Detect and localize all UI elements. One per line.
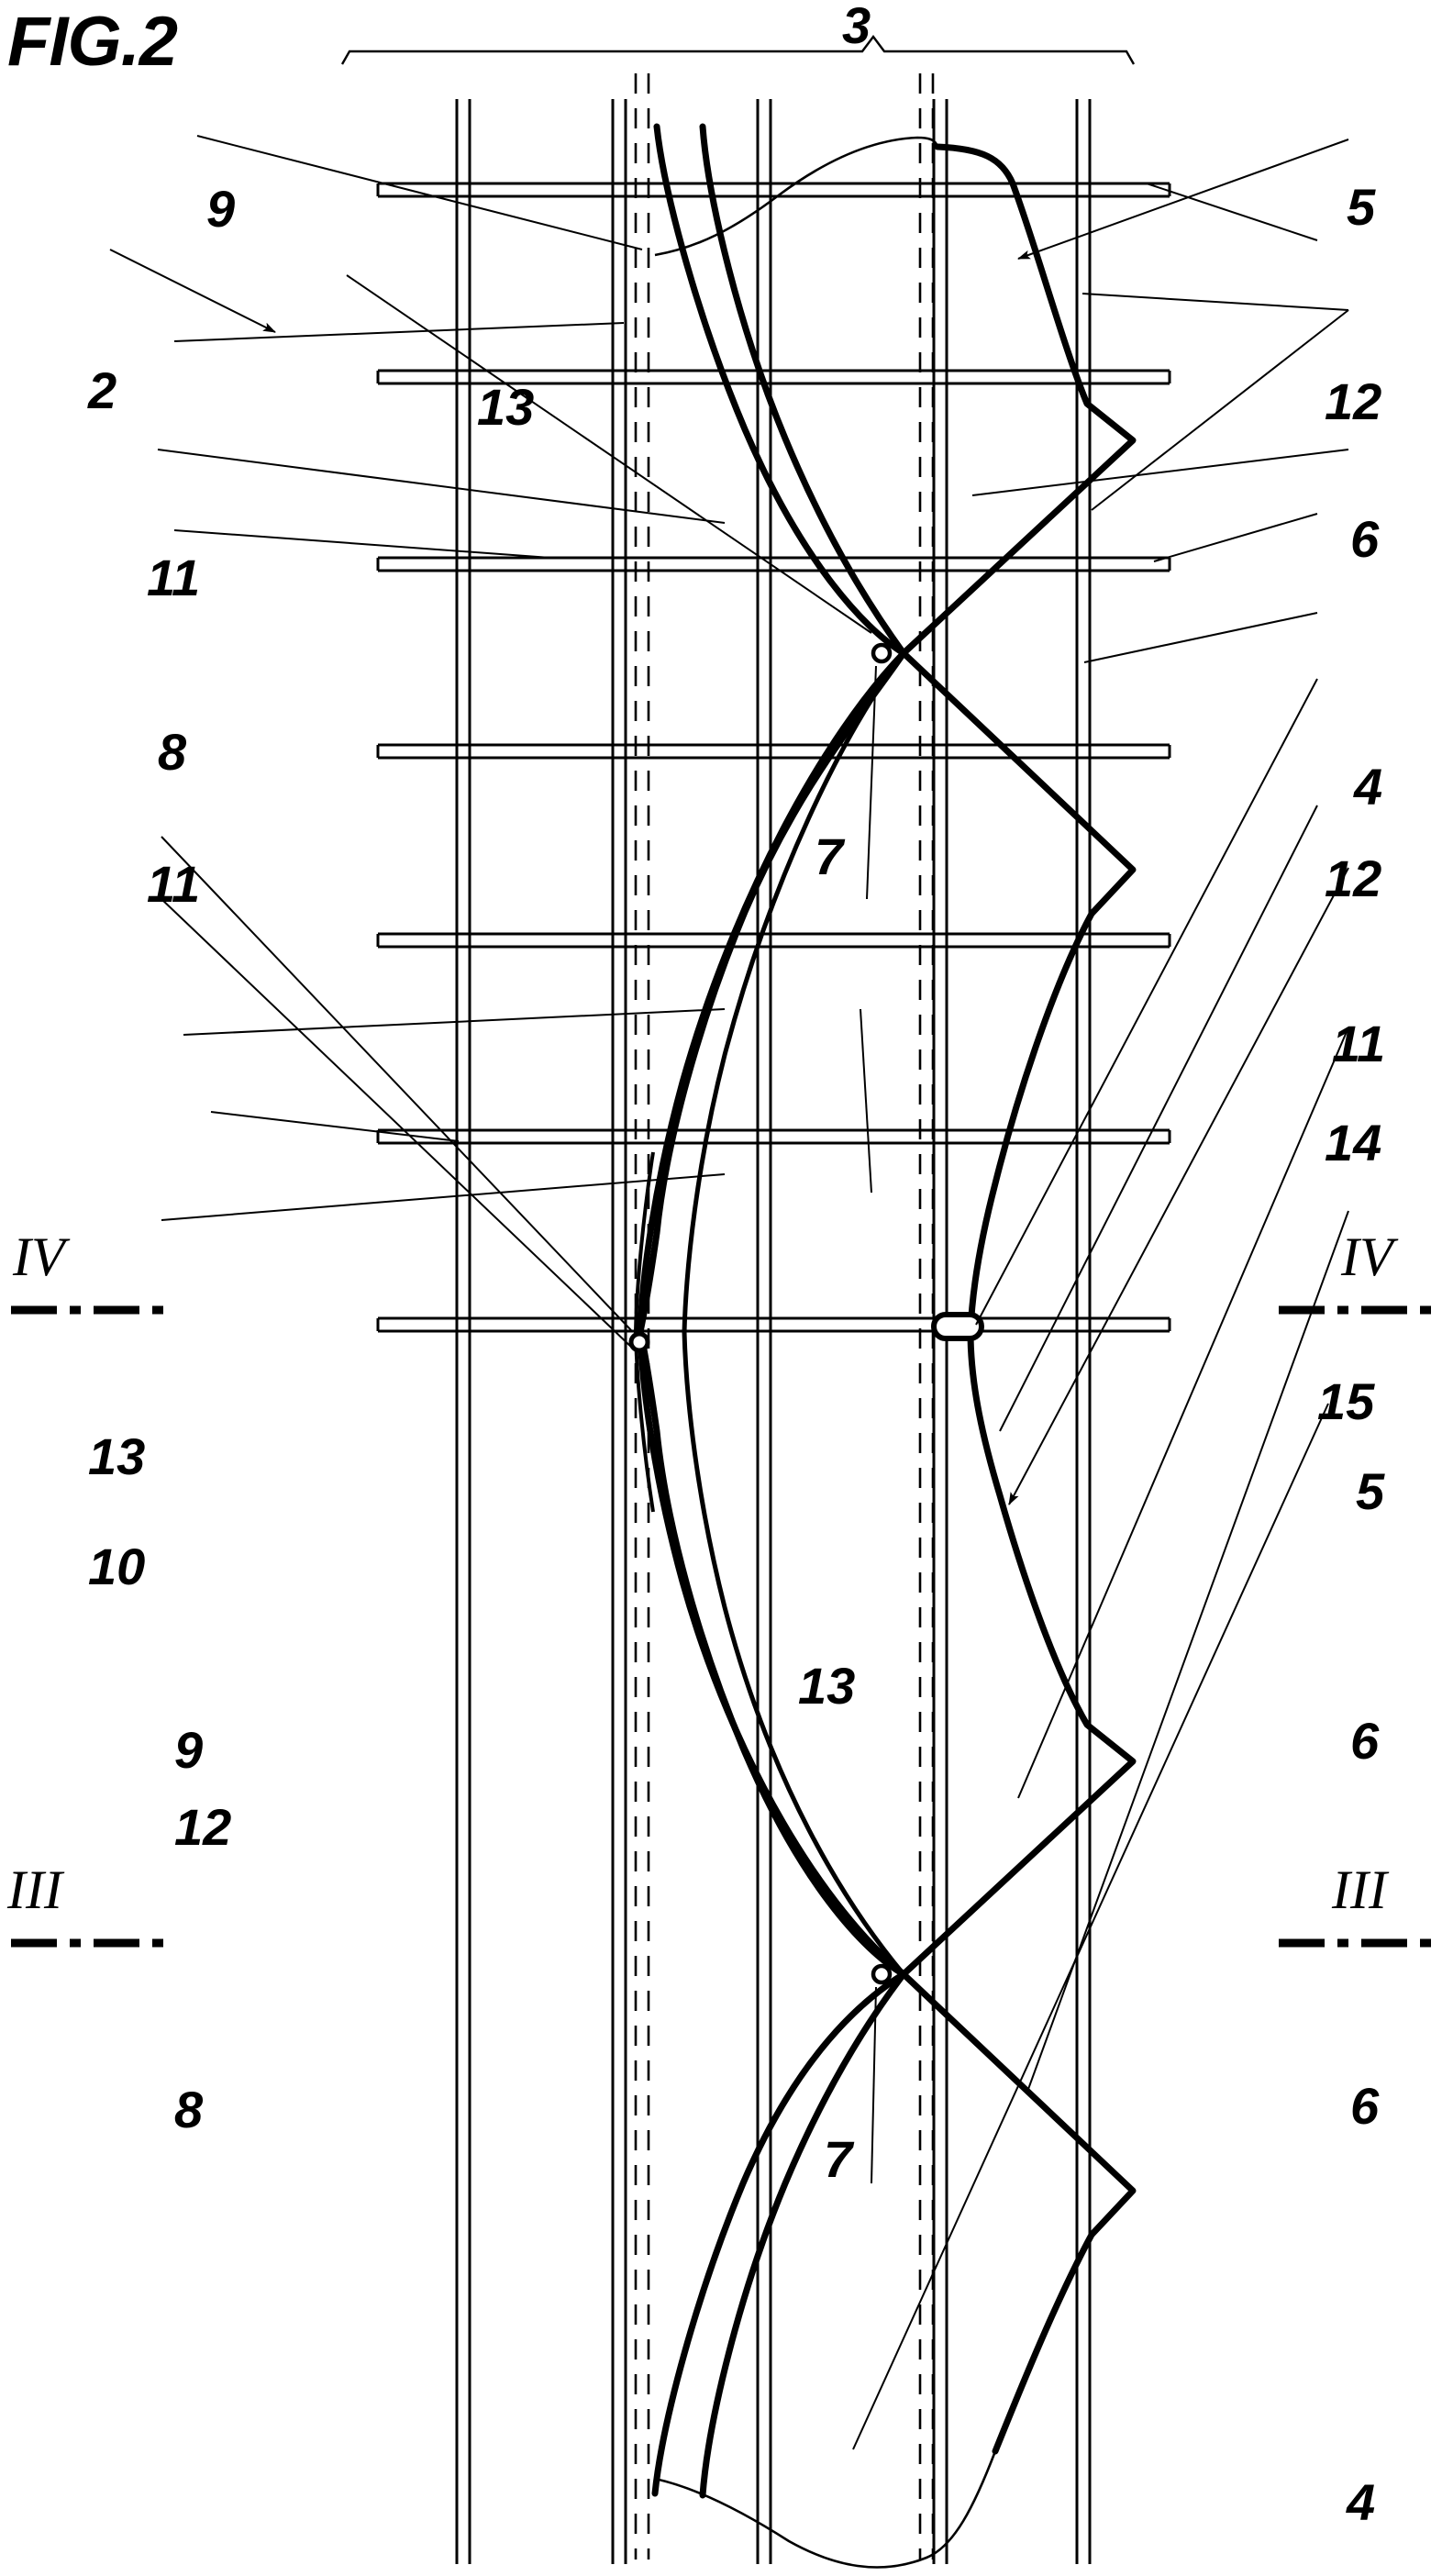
ref-4-bottom-right: 4 xyxy=(1347,2473,1376,2531)
ref-9-lower-left: 9 xyxy=(174,1721,204,1779)
insert-outline-left-outer xyxy=(699,123,907,2499)
x-node-top-7 xyxy=(871,642,893,664)
insert-outline-right xyxy=(900,143,1137,2455)
drawing-root xyxy=(11,35,1431,2569)
ref-6-top-right: 6 xyxy=(1350,510,1380,568)
ref-11-right: 11 xyxy=(1332,1015,1386,1072)
ref-7-bottom: 7 xyxy=(824,2130,853,2188)
section-label-iv-right: IV xyxy=(1341,1227,1393,1287)
ref-12-right: 12 xyxy=(1325,849,1382,907)
ref-7-top: 7 xyxy=(815,827,844,885)
section-label-iv-left: IV xyxy=(13,1227,65,1287)
point-marker-10 xyxy=(628,1331,650,1353)
hidden-horizontal-lines xyxy=(587,182,1165,1333)
ref-13-left: 13 xyxy=(88,1427,146,1485)
hidden-vertical-lines xyxy=(634,73,935,2559)
ref-10: 10 xyxy=(88,1538,146,1595)
ref-8-upper: 8 xyxy=(158,723,187,781)
ref-12-top-right: 12 xyxy=(1325,372,1382,430)
break-line-bottom xyxy=(654,2450,997,2569)
ref-5-lower-right: 5 xyxy=(1356,1462,1385,1520)
figure-title: FIG.2 xyxy=(7,3,178,81)
section-cut-lines xyxy=(11,1305,1431,1948)
ref-4-right: 4 xyxy=(1354,758,1383,816)
ref-12-lower-left: 12 xyxy=(174,1798,232,1856)
ref-11-lower: 11 xyxy=(147,855,201,913)
leader-lines xyxy=(109,135,1349,2450)
ref-bracket-3: 3 xyxy=(842,0,871,54)
ref-13-center: 13 xyxy=(798,1657,856,1715)
ref-14: 14 xyxy=(1325,1114,1382,1171)
section-label-iii-left: III xyxy=(7,1860,62,1920)
ref-5-top-right: 5 xyxy=(1347,178,1376,236)
x-node-bottom-7 xyxy=(871,1963,893,1985)
ref-9-top-left: 9 xyxy=(206,180,236,238)
ref-2: 2 xyxy=(88,361,117,419)
ref-13-top: 13 xyxy=(477,378,535,436)
ref-8-lower-left: 8 xyxy=(174,2081,204,2138)
insert-inner-surface xyxy=(682,650,906,1977)
ref-6-lower-right: 6 xyxy=(1350,1712,1380,1770)
ref-6-bottom-right: 6 xyxy=(1350,2077,1380,2135)
narrow-lens-element-10 xyxy=(633,1151,655,1513)
bracket-3 xyxy=(340,35,1136,65)
ref-11-upper: 11 xyxy=(147,549,201,606)
break-line-top xyxy=(654,136,939,257)
capsule-element-14 xyxy=(931,1312,984,1341)
ref-15: 15 xyxy=(1317,1372,1375,1430)
section-label-iii-right: III xyxy=(1332,1860,1387,1920)
